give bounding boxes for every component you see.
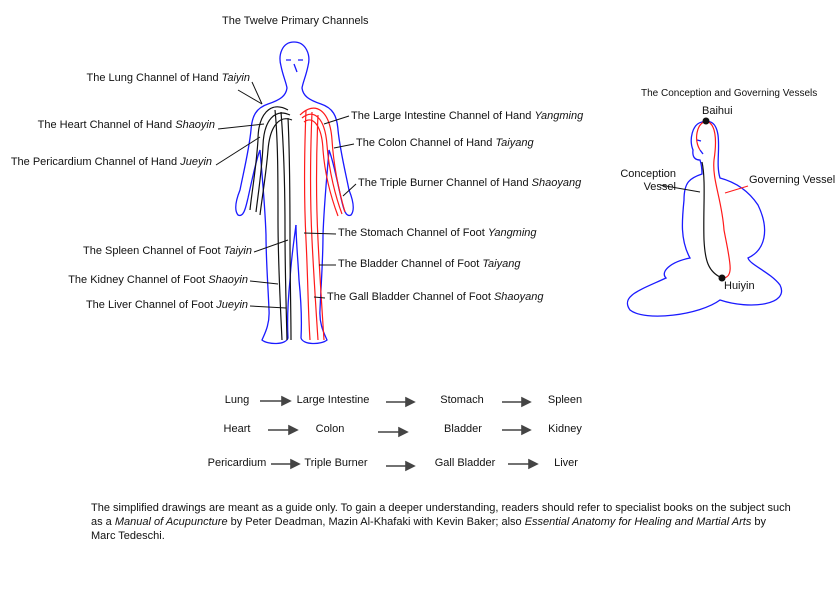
flow-item: Lung — [224, 394, 250, 406]
main-title: The Twelve Primary Channels — [222, 15, 369, 27]
label-baihui: Baihui — [702, 105, 733, 117]
flow-item: Heart — [223, 423, 251, 435]
flow-item: Kidney — [548, 423, 582, 435]
flow-arrow — [508, 458, 539, 470]
label-liver-channel: The Liver Channel of Foot Jueyin — [85, 299, 248, 311]
flow-item: Pericardium — [207, 457, 267, 469]
flow-item: Colon — [315, 423, 345, 435]
governing-vessel-line — [696, 120, 731, 279]
footer-note: The simplified drawings are meant as a g… — [91, 502, 791, 542]
flow-item: Spleen — [547, 394, 583, 406]
baihui-point — [702, 117, 710, 125]
flow-item: Large Intestine — [296, 394, 370, 406]
flow-arrow — [378, 426, 409, 438]
label-governing-vessel: Governing Vessel — [749, 174, 836, 186]
flow-arrow — [386, 396, 416, 408]
conception-vessel-line — [701, 161, 723, 279]
huiyin-point — [718, 274, 726, 282]
flow-item: Gall Bladder — [434, 457, 496, 469]
label-kidney-channel: The Kidney Channel of Foot Shaoyin — [68, 274, 248, 286]
yang-channels — [299, 107, 346, 341]
yin-channels — [249, 106, 293, 341]
conception-leader — [659, 184, 701, 193]
label-stomach-channel: The Stomach Channel of Foot Yangming — [338, 227, 537, 239]
vessels-title: The Conception and Governing Vessels — [641, 88, 818, 99]
label-huiyin: Huiyin — [724, 280, 755, 292]
flow-arrow — [502, 396, 532, 408]
flow-item: Bladder — [444, 423, 482, 435]
flow-arrow — [260, 395, 292, 407]
leader-lines — [215, 81, 357, 309]
flow-item: Stomach — [440, 394, 484, 406]
label-colon-channel: The Colon Channel of Hand Taiyang — [356, 137, 534, 149]
label-spleen-channel: The Spleen Channel of Foot Taiyin — [83, 245, 252, 257]
label-bladder-channel: The Bladder Channel of Foot Taiyang — [338, 258, 521, 270]
label-pericardium-channel: The Pericardium Channel of Hand Jueyin — [10, 156, 212, 168]
flow-arrow — [271, 458, 301, 470]
label-heart-channel: The Heart Channel of Hand Shaoyin — [37, 119, 215, 131]
governing-leader — [724, 185, 749, 194]
flow-arrow — [268, 424, 299, 436]
flow-arrow — [502, 424, 532, 436]
flow-item: Liver — [554, 457, 578, 469]
label-gall-bladder-channel: The Gall Bladder Channel of Foot Shaoyan… — [327, 291, 544, 303]
seated-body-outline — [626, 120, 783, 317]
label-triple-burner-channel: The Triple Burner Channel of Hand Shaoya… — [358, 177, 582, 189]
flow-arrow — [386, 460, 416, 472]
label-large-intestine-channel: The Large Intestine Channel of Hand Yang… — [351, 110, 584, 122]
flow-arrows — [260, 395, 539, 472]
label-lung-channel: The Lung Channel of Hand Taiyin — [86, 72, 251, 84]
flow-item: Triple Burner — [304, 457, 368, 469]
